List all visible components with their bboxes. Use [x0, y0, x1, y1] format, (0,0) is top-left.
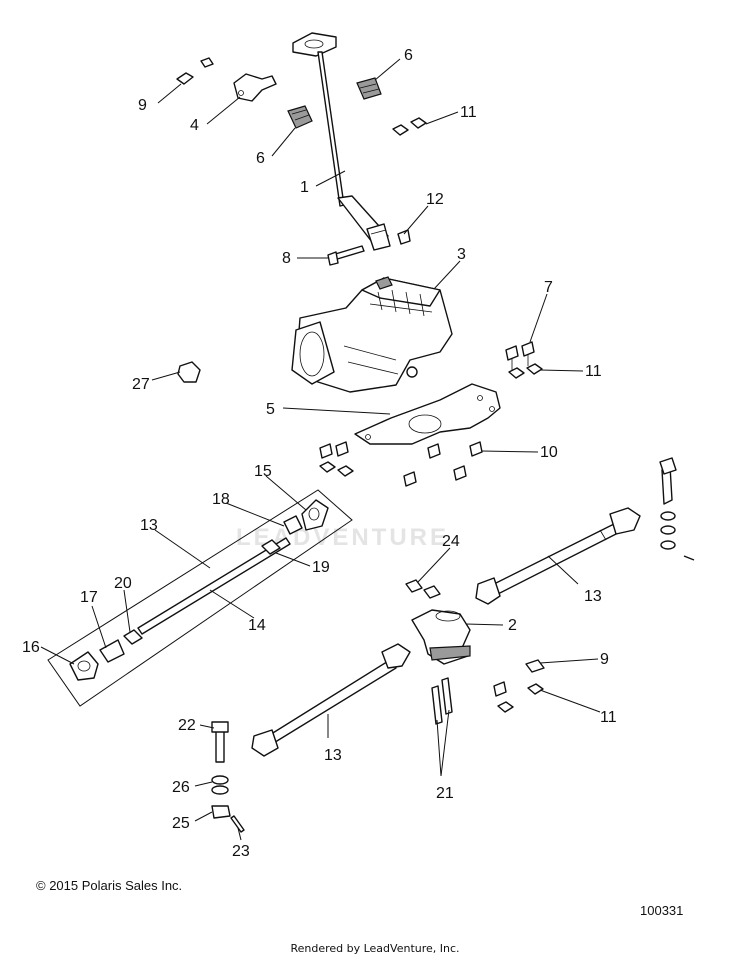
steering-gearbox[interactable]: [291, 276, 453, 393]
callout-10: 10: [540, 444, 558, 461]
callout-labels: 9 4 6 6 11 1 12 8 3 7 11 5 10 27 15 18 1…: [22, 47, 617, 860]
nut-11-mid[interactable]: [508, 363, 543, 379]
callout-4: 4: [190, 117, 199, 134]
callout-21: 21: [436, 785, 454, 802]
tie-rod-14[interactable]: [137, 537, 291, 635]
nut-25[interactable]: [211, 805, 231, 819]
tie-rod-13-left[interactable]: [251, 643, 411, 757]
callout-6: 6: [256, 150, 265, 167]
bolt-9-bottom[interactable]: [525, 659, 545, 673]
callout-13: 13: [140, 517, 158, 534]
callout-11: 11: [460, 104, 477, 121]
idler-arm[interactable]: [411, 609, 471, 665]
callout-8: 8: [282, 250, 291, 267]
callout-11: 11: [585, 363, 602, 380]
callout-6: 6: [404, 47, 413, 64]
callout-18: 18: [212, 491, 230, 508]
callout-25: 25: [172, 815, 190, 832]
callout-15: 15: [254, 463, 272, 480]
nut-11-top[interactable]: [392, 117, 427, 136]
callout-27: 27: [132, 376, 150, 393]
callout-12: 12: [426, 191, 444, 208]
diagram-id: 100331: [640, 903, 684, 918]
steering-column[interactable]: [292, 32, 391, 251]
callout-1: 1: [300, 179, 309, 196]
callout-13: 13: [324, 747, 342, 764]
jam-nut-19[interactable]: [261, 539, 281, 555]
mounting-plate[interactable]: [354, 383, 501, 445]
callout-11: 11: [600, 709, 617, 726]
callout-26: 26: [172, 779, 190, 796]
clip-12[interactable]: [397, 229, 411, 245]
nut-24[interactable]: [405, 579, 441, 599]
leader-lines: [40, 58, 601, 841]
bolt-9-top[interactable]: [176, 57, 214, 85]
rod-end-15[interactable]: [301, 499, 329, 531]
callout-20: 20: [114, 575, 132, 592]
jam-nut-18[interactable]: [283, 515, 303, 535]
callout-7: 7: [544, 279, 553, 296]
callout-22: 22: [178, 717, 196, 734]
idler-fasteners[interactable]: [493, 681, 514, 713]
o-ring-27[interactable]: [177, 361, 201, 383]
tie-rod-13-right[interactable]: [475, 507, 641, 605]
rendered-by-footer: Rendered by LeadVenture, Inc.: [290, 942, 460, 955]
bolt-22[interactable]: [211, 721, 229, 763]
callout-19: 19: [312, 559, 330, 576]
copyright-text: © 2015 Polaris Sales Inc.: [36, 878, 183, 893]
callout-23: 23: [232, 843, 250, 860]
callout-16: 16: [22, 639, 40, 656]
callout-9: 9: [138, 97, 147, 114]
callout-14: 14: [248, 617, 266, 634]
nut-11-bottom[interactable]: [527, 683, 544, 695]
bolt-7-pair[interactable]: [505, 341, 535, 370]
rod-end-16[interactable]: [69, 651, 99, 681]
bolts-21[interactable]: [431, 677, 453, 725]
rod-end-17[interactable]: [99, 639, 125, 663]
jam-nut-20[interactable]: [123, 629, 143, 645]
callout-13: 13: [584, 588, 602, 605]
washers-26[interactable]: [211, 775, 229, 795]
tie-rod-kit-box: [47, 489, 353, 707]
cotter-pin-23[interactable]: [230, 815, 245, 833]
clamp-bracket[interactable]: [233, 73, 277, 102]
callout-17: 17: [80, 589, 98, 606]
callout-3: 3: [457, 246, 466, 263]
bolt-10-set[interactable]: [319, 441, 483, 487]
bushing-6-left[interactable]: [287, 105, 313, 129]
callout-9: 9: [600, 651, 609, 668]
callout-5: 5: [266, 401, 275, 418]
stack-right-fasteners[interactable]: [659, 457, 695, 561]
callout-24: 24: [442, 533, 460, 550]
bushing-6-right[interactable]: [356, 77, 382, 100]
bolt-8[interactable]: [327, 245, 365, 266]
callout-2: 2: [508, 617, 517, 634]
